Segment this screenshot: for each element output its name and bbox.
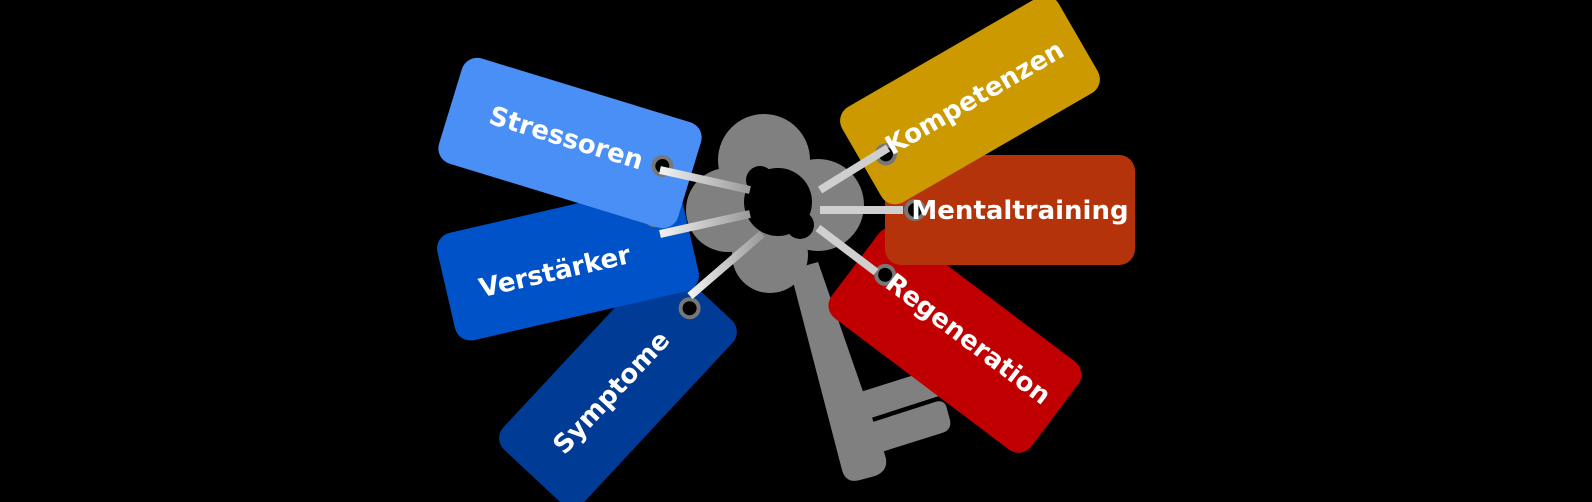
- tag-stressoren[interactable]: Stressoren: [434, 54, 705, 232]
- key-ring-wires: [659, 144, 903, 300]
- tag-mentaltraining[interactable]: Mentaltraining: [885, 155, 1135, 265]
- tag-hole-icon: [678, 297, 701, 320]
- tag-label: Mentaltraining: [911, 196, 1128, 226]
- tag-hole-icon: [904, 199, 926, 221]
- tag-verstaerker[interactable]: Verstärker: [434, 180, 702, 343]
- tag-hole-icon: [874, 263, 897, 286]
